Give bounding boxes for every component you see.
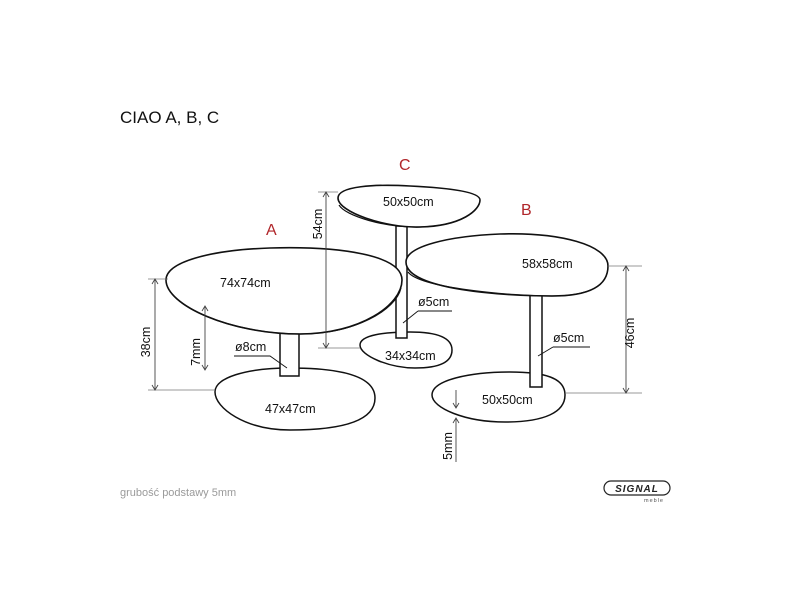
table-a	[165, 246, 403, 431]
table-b-top-size: 58x58cm	[522, 257, 573, 271]
table-b-height-dimension	[565, 265, 642, 394]
table-b-leg	[529, 294, 543, 388]
table-a-top-edge	[167, 287, 402, 335]
table-b-letter: B	[521, 202, 532, 219]
table-a-base-size: 47x47cm	[265, 402, 316, 416]
logo-tagline: meble	[644, 498, 664, 504]
diagram-title: CIAO A, B, C	[120, 108, 219, 127]
table-b-leg-leader	[537, 346, 590, 357]
table-c-height: 54cm	[311, 209, 325, 240]
table-c-leg-diameter: ø5cm	[418, 295, 449, 309]
table-b-thickness-dimension	[452, 390, 460, 462]
table-a-base-offset: 7mm	[189, 338, 203, 366]
table-c-top-size: 50x50cm	[383, 195, 434, 209]
table-c-base-size: 34x34cm	[385, 349, 436, 363]
table-a-top-size: 74x74cm	[220, 276, 271, 290]
logo-name: SIGNAL	[615, 484, 659, 495]
table-a-offset-dimension	[201, 305, 209, 371]
table-c-height-dimension	[318, 191, 360, 349]
table-a-base	[214, 367, 376, 431]
base-thickness-note: grubość podstawy 5mm	[120, 487, 236, 499]
table-c-top	[337, 184, 481, 228]
signal-logo: SIGNAL meble	[603, 480, 671, 504]
table-b-top	[405, 233, 609, 297]
table-c	[337, 184, 481, 369]
table-a-letter: A	[266, 222, 277, 239]
table-a-leg-diameter: ø8cm	[235, 340, 266, 354]
table-c-leg-leader	[402, 310, 452, 324]
table-a-leg-leader	[234, 355, 288, 369]
table-b-height: 46cm	[623, 318, 637, 349]
table-b-base-thickness: 5mm	[441, 432, 455, 460]
table-c-base	[359, 331, 453, 369]
table-b	[405, 233, 609, 423]
table-b-leg-diameter: ø5cm	[553, 331, 584, 345]
table-b-top-edge	[407, 271, 608, 297]
table-b-base-size: 50x50cm	[482, 393, 533, 407]
table-c-letter: C	[399, 157, 411, 174]
table-c-top-edge	[338, 203, 480, 228]
table-a-height: 38cm	[139, 327, 153, 358]
table-a-height-dimension	[148, 278, 215, 391]
